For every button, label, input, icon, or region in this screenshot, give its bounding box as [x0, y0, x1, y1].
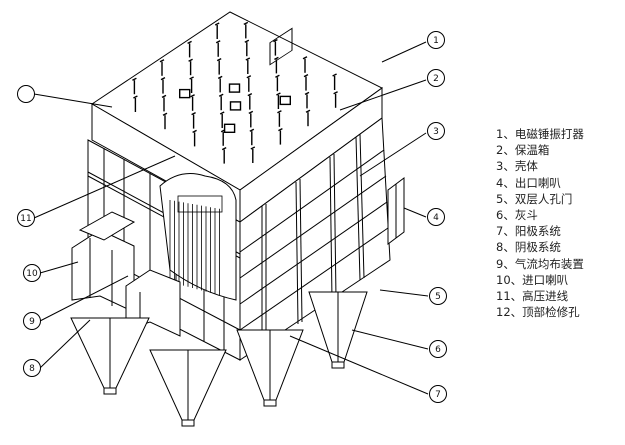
rapper-cap [275, 74, 280, 78]
rapper-cap [161, 94, 167, 99]
rapper-cap [247, 92, 253, 97]
legend-item: 8、阴极系统 [496, 240, 561, 255]
roof-box [229, 101, 242, 111]
callout-number: 7 [435, 390, 441, 400]
legend-item: 10、进口喇叭 [496, 272, 569, 287]
legend-item: 5、双层人孔门 [496, 191, 573, 206]
callout: 2 [427, 69, 445, 87]
rapper-cap [249, 128, 255, 132]
rapper-cap [244, 39, 250, 43]
rapper-cap [215, 40, 221, 44]
callout: 6 [429, 340, 447, 358]
legend-item: 7、阳极系统 [496, 224, 561, 239]
callouts: 1 2 3 4 5 6 7 8 9 10 11 [17, 31, 447, 403]
rapper-cap [187, 40, 192, 45]
callout: 8 [23, 359, 41, 377]
rapper-cap [132, 77, 137, 81]
rapper-cap [162, 112, 168, 116]
callout: 7 [429, 385, 447, 403]
rapper-cap [192, 129, 197, 134]
callout: 1 [427, 31, 445, 49]
legend-item: 9、气流均布装置 [496, 256, 584, 271]
rapper-cap [303, 73, 309, 78]
callout: 9 [23, 312, 41, 330]
rapper-cap [278, 127, 283, 132]
rapper-cap [221, 146, 227, 151]
rapper-cap [159, 59, 165, 63]
callout-number: 10 [26, 269, 38, 279]
roof-box [228, 83, 241, 93]
legend-item: 6、灰斗 [496, 208, 538, 223]
callout-number: 5 [435, 292, 441, 302]
rapper-cap [304, 91, 310, 96]
rapper-cap [305, 109, 311, 113]
rapper-cap [189, 76, 194, 80]
legend-item: 3、壳体 [496, 159, 538, 174]
leader-lines [33, 41, 429, 395]
legend-item: 12、顶部检修孔 [496, 305, 580, 320]
hoppers [70, 291, 368, 427]
roof-box [178, 88, 191, 99]
rapper-cap [333, 91, 338, 95]
rapper-cap [243, 21, 249, 26]
casing-side [239, 27, 391, 361]
legend-item: 1、电磁锤振打器 [496, 127, 584, 141]
callout: 4 [427, 208, 445, 226]
rapper-cap [277, 110, 282, 114]
roof-box [223, 123, 236, 134]
rapper-cap [248, 110, 254, 115]
callout: 5 [429, 287, 447, 305]
callout: 10 [23, 264, 41, 282]
rapper-rods [132, 21, 338, 164]
hopper-outlet [103, 387, 117, 395]
callout-number: 8 [29, 364, 35, 374]
rapper-cap [274, 56, 279, 61]
outlet-horn [387, 177, 405, 245]
callout-number: 2 [433, 74, 439, 84]
rapper-cap [250, 146, 256, 150]
rapper-cap [190, 94, 195, 98]
callout: 3 [427, 122, 445, 140]
rapper-cap [332, 73, 337, 77]
callout-number: 3 [433, 127, 439, 137]
rapper-cap [218, 93, 224, 97]
hopper-outlet [263, 399, 277, 407]
electrode-frame [177, 195, 223, 213]
callout-number: 9 [29, 317, 35, 327]
legend-item: 11、高压进线 [496, 289, 569, 304]
rapper-cap [191, 111, 196, 116]
legend-item: 2、保温箱 [496, 143, 550, 158]
legend-item: 4、出口喇叭 [496, 175, 561, 190]
cutaway [159, 173, 237, 301]
rapper-cap [219, 111, 225, 115]
rapper-cap [188, 58, 193, 62]
callout-number: 11 [20, 214, 31, 224]
callout [17, 85, 35, 103]
rapper-cap [133, 95, 138, 99]
rapper-cap [276, 92, 281, 96]
callout-number: 6 [435, 345, 441, 355]
inlet-horn [71, 211, 181, 337]
rapper-cap [246, 75, 252, 79]
rapper-cap [302, 56, 308, 60]
rapper-cap [160, 76, 166, 81]
rapper-cap [214, 22, 220, 26]
callout: 11 [17, 209, 35, 227]
hopper-outlet [331, 361, 345, 369]
rapper-cap [273, 38, 278, 43]
rapper-cap [245, 57, 251, 61]
callout-number: 1 [433, 36, 439, 46]
rapper-cap [216, 57, 222, 62]
rapper-cap [217, 75, 223, 80]
roof-box [279, 95, 291, 106]
callout-number: 4 [433, 213, 439, 223]
hopper-outlet [181, 419, 195, 427]
